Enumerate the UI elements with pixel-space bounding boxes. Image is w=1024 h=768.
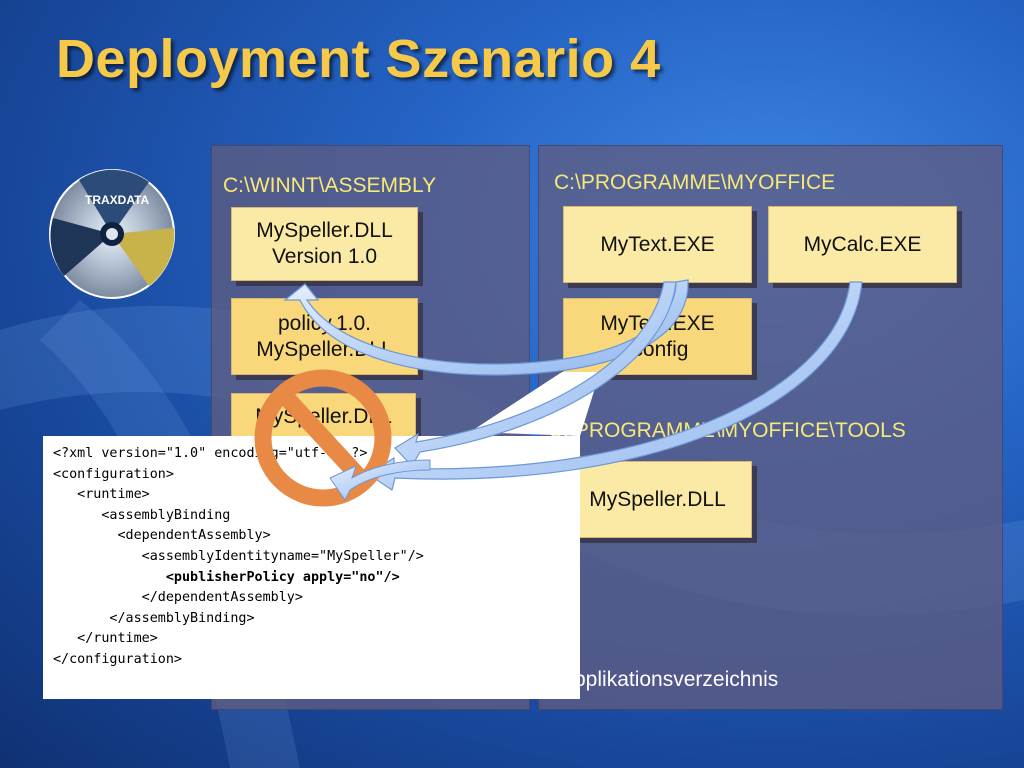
mycalc-exe-box: MyCalc.EXE [768,206,957,283]
mytext-exe-box: MyText.EXE [563,206,752,283]
logo-text: TRAXDATA [85,193,150,207]
code-line: <?xml version="1.0" encoding="utf-8" ?> [53,446,368,461]
code-line: <dependentAssembly> [53,528,271,544]
box-line: policy.1.0. [278,311,371,335]
code-line: <assemblyIdentityname="MySpeller"/> [53,548,424,564]
config-code-box: <?xml version="1.0" encoding="utf-8" ?> <… [43,436,580,699]
code-line: <configuration> [53,466,174,482]
myoffice-path-label: C:\PROGRAMME\MYOFFICE [554,171,836,194]
cd-logo-icon: TRAXDATA [49,169,175,299]
box-line: .config [626,337,689,361]
code-line: </dependentAssembly> [53,590,303,606]
tools-myspeller-box: MySpeller.DLL [563,461,752,538]
code-line: </configuration> [53,651,182,667]
box-line: MyCalc.EXE [803,232,922,256]
box-line: MyText.EXE [600,311,715,335]
assembly-path-label: C:\WINNT\ASSEMBLY [223,174,437,197]
box-line: MySpeller.DLL [255,405,392,428]
box-line: MySpeller.DLL [256,219,393,242]
policy-box: policy.1.0. MySpeller.DLL [231,298,418,375]
box-line: MySpeller.DLL [589,487,726,511]
code-line: <assemblyBinding [53,507,231,523]
tools-path-label: C:\PROGRAMME\MYOFFICE\TOOLS [548,419,906,442]
slide-title: Deployment Szenario 4 [56,29,661,89]
code-line: </assemblyBinding> [53,610,255,626]
application-directory-label: Applikationsverzeichnis [560,668,779,691]
code-line: <publisherPolicy apply="no"/> [53,569,400,585]
code-line: </runtime> [53,631,158,647]
myspeller-v1-box: MySpeller.DLL Version 1.0 [231,207,418,281]
code-line: <runtime> [53,487,150,503]
box-line: MyText.EXE [600,232,715,256]
box-line: Version 1.0 [271,245,378,268]
mytext-config-box: MyText.EXE .config [563,298,752,375]
box-line: MySpeller.DLL [256,337,393,361]
